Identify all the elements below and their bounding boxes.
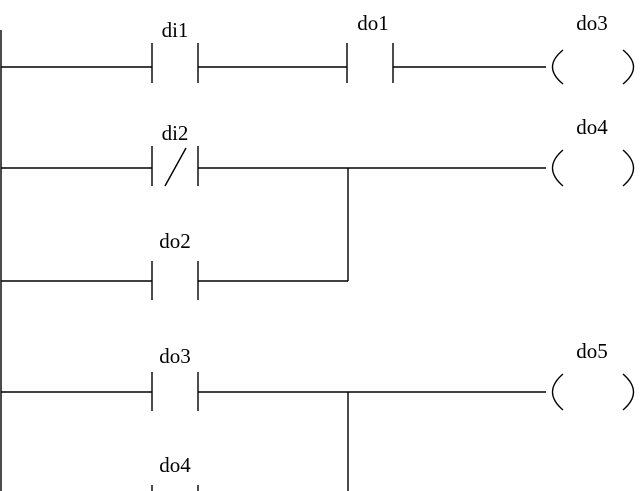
contact-di2-label: di2 [162,121,189,145]
coil-do5: do5 [551,339,635,411]
contact-di1: di1 [151,18,199,83]
contact-do1: do1 [346,11,394,83]
contact-do3: do3 [151,344,199,411]
coil-do4-left-arc [551,149,564,187]
coil-do4-right-arc [622,149,635,187]
coil-do5-right-arc [622,373,635,411]
coil-do3-right-arc [622,49,635,85]
coil-do3-label: do3 [576,11,608,35]
contact-do4: do4 [151,453,199,491]
rung-2: di2 do4 do2 [1,115,635,300]
coil-do3: do3 [551,11,635,85]
coil-do4: do4 [551,115,635,187]
contact-do2-label: do2 [159,229,191,253]
rung-3: do3 do5 do4 [1,339,635,491]
contact-do1-label: do1 [357,11,389,35]
contact-do4-label: do4 [159,453,191,477]
contact-di1-label: di1 [162,18,189,42]
contact-di2-slash [164,147,187,187]
coil-do5-left-arc [551,373,564,411]
contact-di2: di2 [151,121,199,187]
rung-1: di1 do1 do3 [1,11,635,85]
contact-do3-label: do3 [159,344,191,368]
contact-do2: do2 [151,229,199,300]
coil-do4-label: do4 [576,115,608,139]
coil-do3-left-arc [551,49,564,85]
coil-do5-label: do5 [576,339,608,363]
